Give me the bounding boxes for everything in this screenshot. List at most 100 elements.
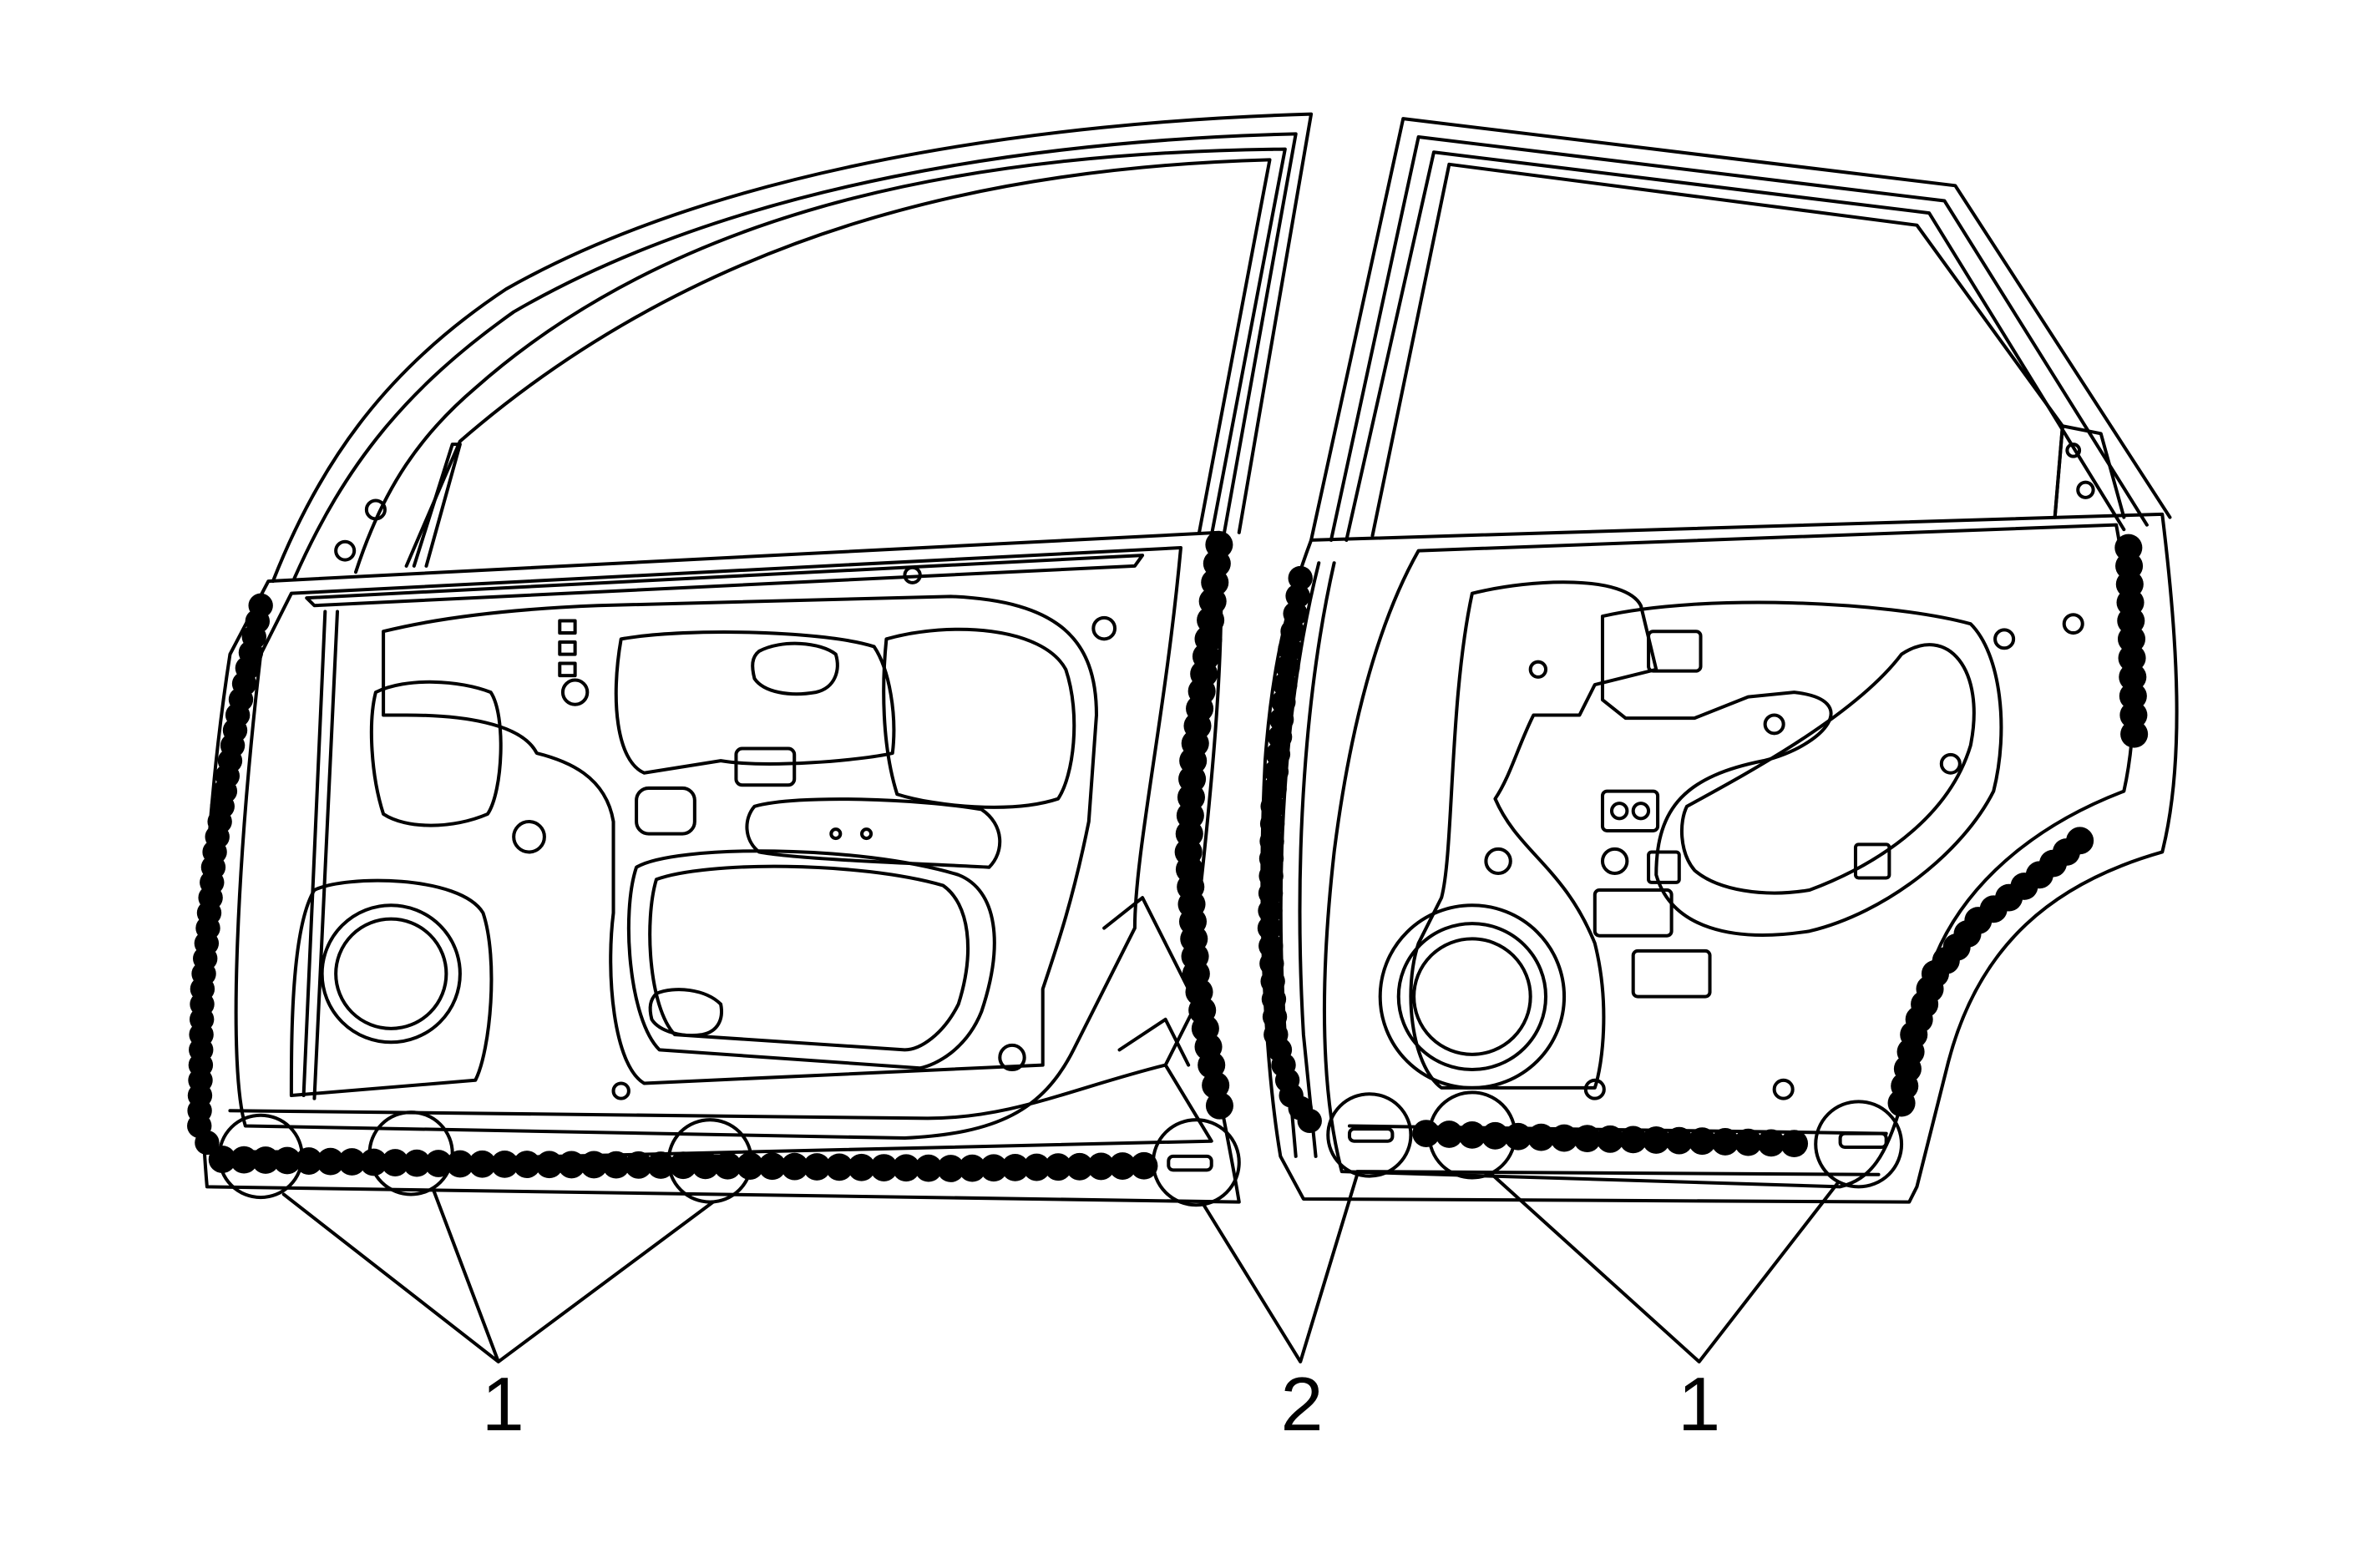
sealer-dot — [1258, 846, 1284, 871]
sealer-dot — [1259, 811, 1285, 837]
front-door-handle-slot — [648, 988, 723, 1037]
sealer-dot — [1780, 1130, 1809, 1158]
sealer-dot — [1711, 1128, 1739, 1156]
sealer-dot — [1044, 1153, 1072, 1181]
front-door-pillar-hole — [334, 539, 357, 562]
sealer-dot — [1259, 951, 1284, 976]
sealer-dot — [1458, 1121, 1486, 1149]
sealer-dot — [1504, 1122, 1532, 1151]
sealer-dot — [1271, 690, 1296, 715]
front-door-hinge-area — [1102, 896, 1198, 1067]
front-door-speaker — [320, 903, 462, 1045]
sealer-dot — [1066, 1152, 1094, 1181]
rear-door-pad-hole — [1609, 802, 1629, 821]
rear-door-window-regulator-opening — [1679, 643, 1976, 895]
sealer-dot — [535, 1151, 564, 1179]
front-door-trim-strip — [305, 554, 1145, 608]
sealer-dot — [1261, 987, 1287, 1012]
rear-callout-circle-1a — [1427, 1090, 1517, 1180]
rear-callout-circle-1b — [1814, 1100, 1904, 1189]
sealer-dot — [1260, 969, 1285, 994]
front-door-window-cutout — [614, 630, 896, 775]
sealer-dot — [848, 1153, 876, 1181]
front-door-speaker-housing — [289, 878, 494, 1098]
sealer-dot — [208, 1146, 236, 1173]
front-door-hole — [611, 1081, 630, 1100]
rear-door-speaker-housing — [1378, 903, 1567, 1090]
front-door-glass-outline — [404, 158, 1272, 568]
rear-door-pad — [1631, 948, 1712, 999]
sealer-dot — [1130, 1151, 1158, 1180]
sealer-dot — [1275, 655, 1300, 680]
front-door-hole — [998, 1043, 1026, 1072]
sealer-dot — [1550, 1124, 1578, 1152]
rear-door-cutout-right — [1600, 600, 2003, 937]
sealer-dot — [781, 1152, 809, 1181]
callout-circles — [217, 1090, 1904, 1207]
sealer-dot — [1596, 1125, 1624, 1153]
rear-door — [1260, 117, 2179, 1204]
sealer-dot — [1258, 881, 1284, 906]
sealer-dot — [1280, 619, 1305, 644]
sealer-dot — [980, 1154, 1008, 1182]
leader-line — [281, 1189, 715, 1363]
front-door-cutout-upper — [382, 594, 1099, 1085]
rear-door-window-frame — [1309, 117, 2172, 542]
sealer-dot — [914, 1154, 943, 1182]
front-door-hole — [903, 565, 922, 584]
front-door-lower-opening-inner — [648, 864, 970, 1052]
rear-door-body — [1260, 512, 2179, 1204]
front-door-hole — [1091, 615, 1117, 641]
rear-door-edge-clip — [1347, 1127, 1395, 1143]
rear-door-hole — [1939, 752, 1962, 775]
sealer-dot — [1257, 916, 1283, 941]
front-callout-label: 1 — [482, 1362, 524, 1447]
sealer-dot — [1108, 1152, 1137, 1180]
front-door-latch-opening — [734, 746, 797, 787]
front-door-hole — [829, 827, 843, 841]
sealer-dot — [1412, 1120, 1441, 1147]
front-door-pillar — [412, 443, 462, 568]
sealer-dot — [273, 1146, 301, 1175]
rear-door-pad-hole — [1631, 802, 1651, 821]
rear-door-speaker — [1396, 922, 1548, 1072]
sealer-dot — [1258, 898, 1283, 923]
rear-door-speaker-inner — [1412, 937, 1532, 1056]
front-callout-circle-2 — [1151, 1118, 1241, 1207]
sealer-dot — [1259, 828, 1284, 854]
sealer-dot — [1283, 601, 1308, 626]
sealer-dot — [758, 1152, 787, 1181]
sealer-dot — [602, 1151, 630, 1179]
rear-door-drain-clip — [1838, 1131, 1888, 1149]
rear-door-sealer-bead — [1257, 534, 2149, 1158]
sealer-dot — [937, 1155, 965, 1182]
sealer-dot — [1288, 565, 1313, 591]
sealer-dot — [2066, 827, 2094, 855]
front-door-hole — [560, 678, 590, 706]
front-door-large-opening — [882, 627, 1076, 809]
sealer-dot — [669, 1151, 697, 1180]
front-door-lower-flange — [228, 1063, 1213, 1166]
sealer-dot — [580, 1151, 608, 1179]
sealer-dot — [1734, 1128, 1762, 1156]
leader-lines — [281, 1172, 1839, 1363]
rear-door-quarter-pillar — [2053, 424, 2126, 519]
sealer-dot — [1001, 1154, 1030, 1181]
front-door — [200, 112, 1314, 1204]
front-door-cutout-left — [369, 680, 503, 827]
sealer-dot — [1757, 1129, 1785, 1157]
rear-door-pad — [1647, 850, 1681, 884]
sealer-dot — [195, 1130, 220, 1156]
sealer-dot — [1619, 1126, 1648, 1154]
rear-door-pillar-hole — [2076, 480, 2095, 499]
sealer-dot — [1688, 1127, 1716, 1156]
sealer-dot — [803, 1153, 831, 1181]
front-door-sealer-bead — [187, 530, 1233, 1182]
front-door-hole — [512, 820, 546, 854]
sealer-dot — [625, 1151, 653, 1179]
sealer-dot — [381, 1149, 409, 1176]
sealer-dot — [1527, 1123, 1556, 1151]
sealer-dot — [2119, 663, 2147, 691]
sealer-dot — [490, 1150, 519, 1178]
front-door-hole — [860, 827, 874, 841]
